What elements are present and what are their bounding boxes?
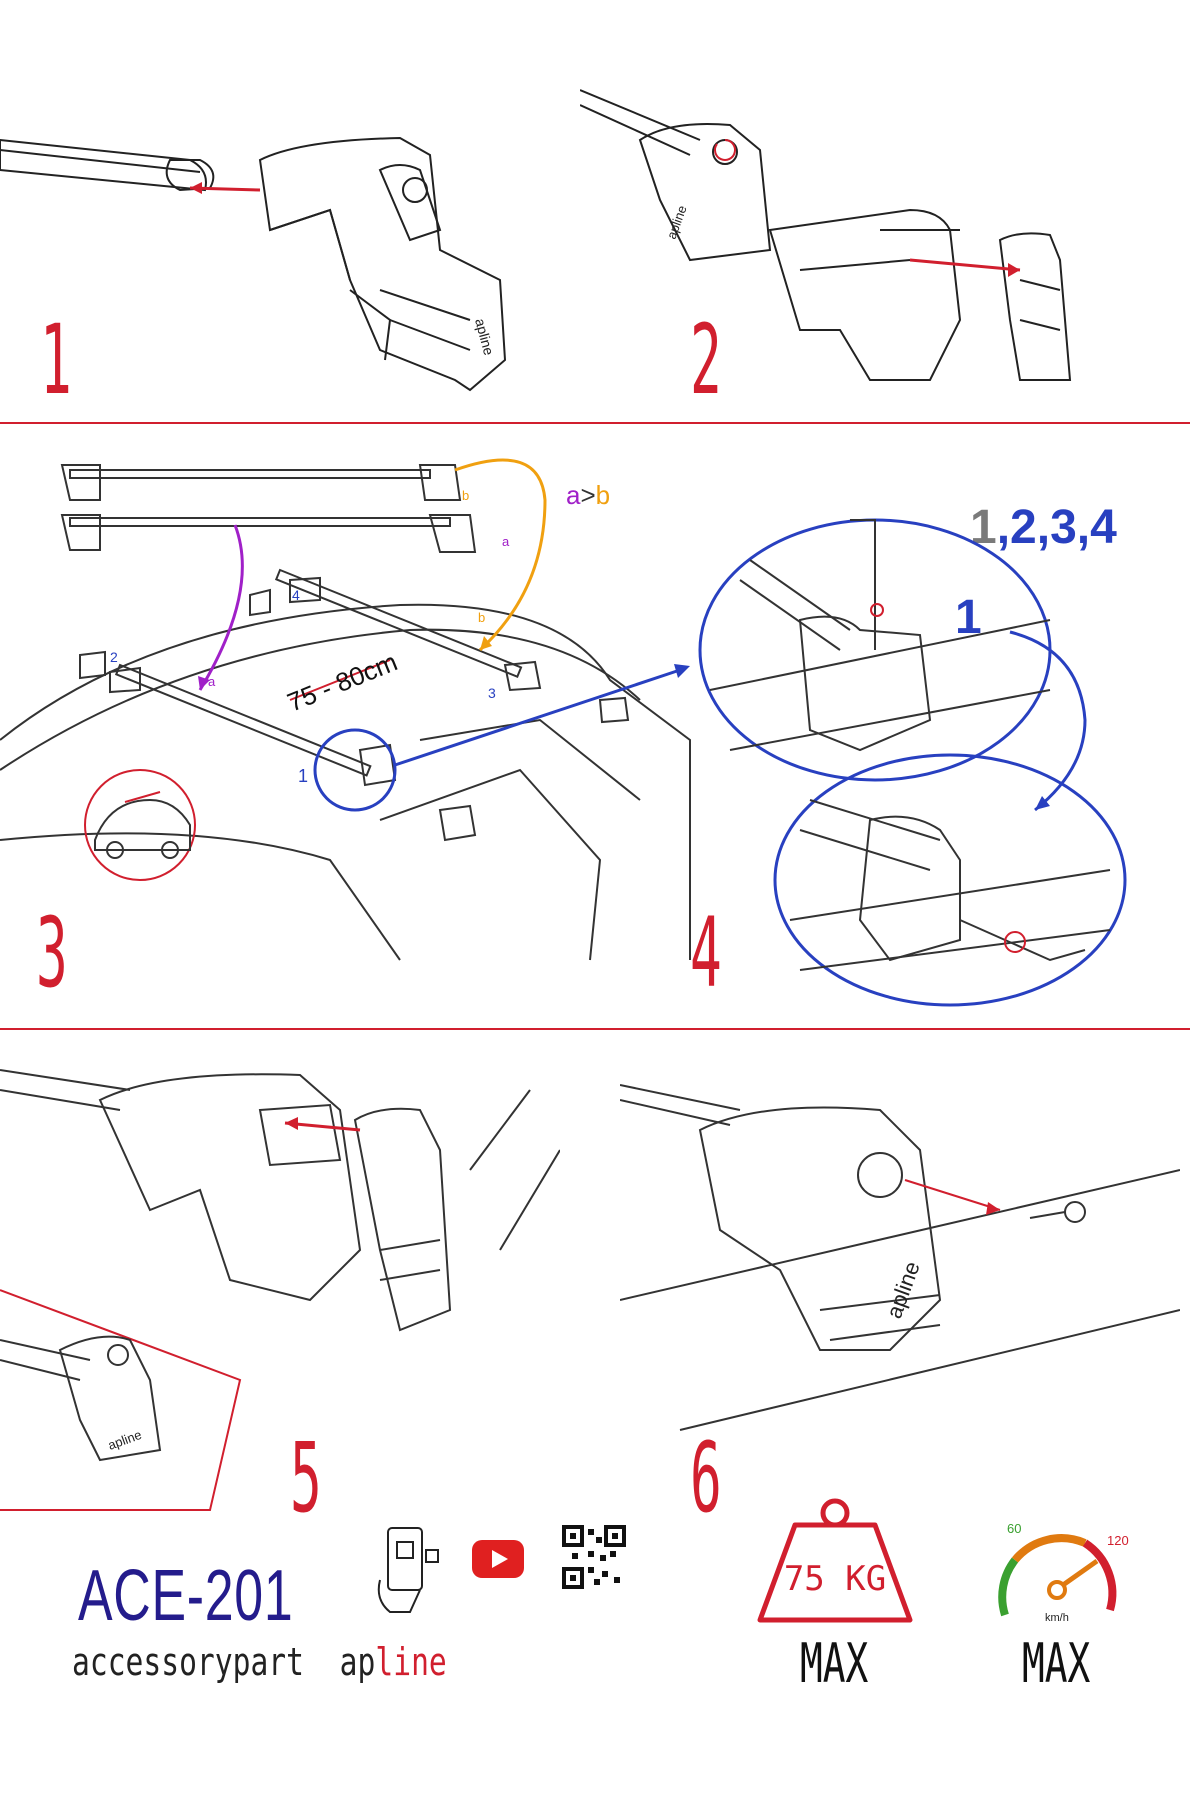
sequence-first: 1 [970,501,997,554]
step5-illustration: apline [0,1069,560,1511]
arrow-label-a: a [208,674,216,689]
tagline-main: accessorypart [72,1640,304,1684]
order-rule-symbol: > [580,480,596,510]
speed-max-label: MAX [1022,1632,1091,1695]
speedometer-icon: 60 120 km/h [998,1521,1129,1624]
step1-illustration: apline [0,136,507,392]
order-rule-left: a [566,480,581,510]
sequence-rest: ,2,3,4 [996,501,1117,554]
foot-brand-text-6: apline [881,1258,925,1322]
youtube-icon[interactable] [472,1540,524,1578]
step4-illustration [698,518,1127,1007]
phone-scan-icon [377,1527,439,1613]
arrow-label-b: b [478,610,485,625]
foot-label-1: 1 [298,766,308,786]
foot-brand-text-2: apline [664,203,690,241]
speed-unit: km/h [1045,1612,1069,1624]
qr-code-icon[interactable] [562,1525,626,1589]
foot-label-4: 4 [292,587,300,603]
speed-max: 120 [1107,1533,1129,1548]
sequence-label: 1,2,3,4 [970,500,1117,555]
speed-min: 60 [1007,1521,1021,1536]
weight-max-label: MAX [800,1632,869,1695]
step2-illustration: apline [580,89,1072,381]
weight-icon: 75 KG [757,1498,913,1623]
divider-middle [0,1028,1190,1030]
step-number-5: 5 [290,1422,322,1534]
step6-illustration: apline [620,1084,1180,1431]
bar-label-a: a [502,534,510,549]
brand-tagline: accessorypart apline [72,1640,447,1684]
bar-label-b: b [462,488,469,503]
divider-top [0,422,1190,424]
step-number-4: 4 [690,897,722,1009]
order-rule: a>b [566,480,610,511]
distance-label: 75 - 80cm [283,646,401,717]
tagline-gap [304,1640,340,1684]
tagline-accent: line [375,1640,447,1684]
order-rule-right: b [595,480,611,510]
step-number-1: 1 [40,304,72,416]
step-number-2: 2 [690,304,722,416]
tagline-brand: ap [339,1640,376,1684]
step3-illustration: 75 - 80cm b a a b 1 2 3 4 [0,458,691,961]
weight-value: 75 KG [784,1559,886,1599]
foot-brand-text: apline [472,317,497,357]
step-number-6: 6 [690,1422,722,1534]
foot-brand-text-5: apline [106,1427,144,1453]
model-code: ACE-201 [78,1556,294,1636]
foot-label-3: 3 [488,685,496,701]
step-number-3: 3 [36,897,68,1009]
detail-number: 1 [955,591,982,644]
foot-label-2: 2 [110,649,118,665]
